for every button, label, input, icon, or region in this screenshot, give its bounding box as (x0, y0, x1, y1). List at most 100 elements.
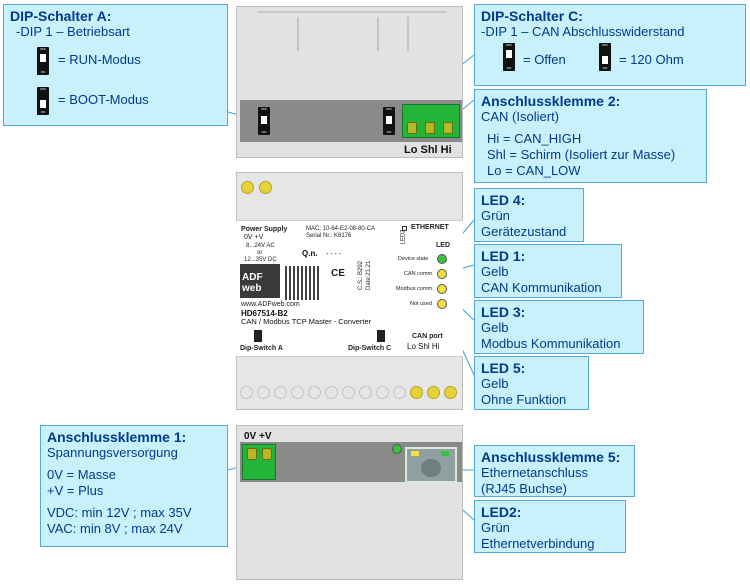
led-label-device-state: Device state (398, 256, 429, 262)
callout-klemme2-shl: Shl = Schirm (Isoliert zur Masse) (487, 147, 676, 162)
led-can-comm (437, 269, 447, 279)
callout-klemme5-line1: Ethernetanschluss (481, 465, 588, 480)
callout-klemme5-title: Anschlussklemme 5: (481, 449, 621, 465)
callout-dip-c-off-text: = Offen (523, 52, 566, 67)
qn-value: - - - - (326, 251, 342, 258)
rj45-socket[interactable] (405, 447, 457, 483)
power-supply-label: Power Supply (241, 226, 288, 233)
bottom-circle-row (240, 386, 462, 400)
led-modbus-comm (437, 284, 447, 294)
top-led-circle-1 (241, 181, 254, 194)
callout-led5-line1: Gelb (481, 376, 509, 391)
can-screw-lo (407, 122, 417, 134)
power-terminal-label: 0V +V (244, 431, 272, 442)
can-port-pins: Lo Shl Hi (407, 342, 440, 351)
callout-dip-c-line1: -DIP 1 – CAN Abschlusswiderstand (481, 24, 685, 39)
callout-dip-a-title: DIP-Schalter A: (10, 8, 112, 24)
callout-dip-c-title: DIP-Schalter C: (481, 8, 583, 24)
power-terminal-block[interactable] (242, 444, 276, 480)
callout-klemme5-line2: (RJ45 Buchse) (481, 481, 567, 496)
callout-led2-title: LED2: (481, 504, 522, 520)
mac-address: MAC: 10-64-E2-08-80-CA (306, 226, 376, 232)
adfweb-logo-text: ADF web (242, 272, 263, 294)
callout-klemme-5: Anschlussklemme 5: Ethernetanschluss (RJ… (474, 445, 635, 497)
dip-c-small-icon (377, 330, 385, 342)
callout-led-3: LED 3: Gelb Modbus Kommunikation (474, 300, 644, 354)
led-label-can-comm: CAN comm. (404, 271, 434, 277)
certification-marks: CE (331, 268, 345, 279)
callout-klemme1-l2: 0V = Masse (47, 467, 117, 482)
power-or: or (257, 250, 263, 256)
can-terminal-label: Lo Shl Hi (404, 144, 452, 156)
dip-switch-a-label: Dip-Switch A (240, 345, 283, 352)
callout-klemme-1: Anschlussklemme 1: Spannungsversorgung 0… (40, 425, 228, 547)
callout-led1-title: LED 1: (481, 248, 526, 264)
callout-klemme2-lo: Lo = CAN_LOW (487, 163, 581, 178)
website-url: www.ADFweb.com (241, 301, 300, 308)
callout-led1-line1: Gelb (481, 264, 509, 279)
led-label-modbus-comm: Modbus comm. (396, 286, 434, 292)
callout-led-4: LED 4: Grün Gerätezustand (474, 188, 584, 242)
power-screw-plus (262, 448, 272, 460)
callout-klemme1-title: Anschlussklemme 1: (47, 429, 187, 445)
qr-code (285, 266, 319, 300)
power-ac-range: 8...24V AC (246, 243, 275, 249)
callout-led2-line2: Ethernetverbindung (481, 536, 595, 551)
callout-led1-line2: CAN Kommunikation (481, 280, 602, 295)
dip-switch-c-label: Dip-Switch C (348, 345, 392, 352)
led-not-used (437, 299, 447, 309)
callout-led5-line2: Ohne Funktion (481, 392, 567, 407)
callout-dip-switch-a: DIP-Schalter A: -DIP 1 – Betriebsart OFF… (3, 4, 228, 126)
callout-klemme-2: Anschlussklemme 2: CAN (Isoliert) Hi = C… (474, 89, 707, 183)
callout-led3-line2: Modbus Kommunikation (481, 336, 621, 351)
callout-led5-title: LED 5: (481, 360, 526, 376)
callout-klemme2-hi: Hi = CAN_HIGH (487, 131, 582, 146)
callout-led3-line1: Gelb (481, 320, 509, 335)
can-terminal-block[interactable] (402, 104, 460, 138)
dip-a-small-icon (254, 330, 262, 342)
can-port-label: CAN port (412, 333, 443, 340)
callout-klemme1-l4: VDC: min 12V ; max 35V (47, 505, 192, 520)
adfweb-logo: ADF web (240, 264, 280, 298)
callout-klemme1-l5: VAC: min 8V ; max 24V (47, 521, 183, 536)
callout-led-1: LED 1: Gelb CAN Kommunikation (474, 244, 622, 298)
callout-led-5: LED 5: Gelb Ohne Funktion (474, 356, 589, 410)
callout-led-2: LED2: Grün Ethernetverbindung (474, 500, 626, 553)
callout-klemme1-line1: Spannungsversorgung (47, 445, 178, 460)
callout-led4-line1: Grün (481, 208, 510, 223)
can-screw-hi (443, 122, 453, 134)
callout-dip-a-run-text: = RUN-Modus (58, 52, 141, 67)
top-vent-slots (257, 11, 447, 51)
power-dc-range: 12...35V DC (244, 257, 277, 263)
led-device-state (437, 254, 447, 264)
can-screw-shl (425, 122, 435, 134)
serial-number: Serial Nr.: K6176 (306, 233, 352, 239)
callout-dip-a-line1: -DIP 1 – Betriebsart (16, 24, 130, 39)
top-led-circle-2 (259, 181, 272, 194)
power-screw-0v (247, 448, 257, 460)
date-code: Date:21.21 (366, 260, 372, 290)
callout-dip-switch-c: DIP-Schalter C: -DIP 1 – CAN Abschlusswi… (474, 4, 746, 86)
callout-led2-line1: Grün (481, 520, 510, 535)
callout-dip-c-on-text: = 120 Ohm (619, 52, 684, 67)
callout-klemme1-l3: +V = Plus (47, 483, 104, 498)
led-header: LED (436, 242, 450, 249)
cs-code: C.S.: B292 (358, 260, 364, 290)
callout-klemme2-line1: CAN (Isoliert) (481, 109, 560, 124)
qn-label: Q.n. (302, 249, 318, 258)
led2-ethernet (392, 444, 402, 454)
led2-small-label: LED2 (400, 229, 407, 245)
ethernet-label: ETHERNET (411, 224, 449, 231)
power-pins-label: 0V +V (244, 234, 264, 241)
callout-led4-line2: Gerätezustand (481, 224, 567, 239)
callout-led4-title: LED 4: (481, 192, 526, 208)
callout-klemme2-title: Anschlussklemme 2: (481, 93, 621, 109)
ethernet-indicator-box (402, 226, 407, 231)
callout-led3-title: LED 3: (481, 304, 526, 320)
